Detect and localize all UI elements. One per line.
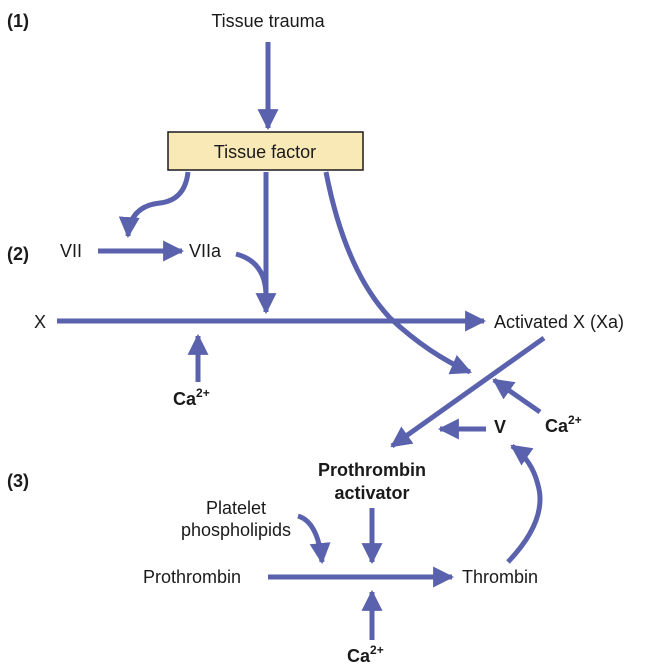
step-2-label: (2)	[7, 244, 29, 264]
activated-x-label: Activated X (Xa)	[494, 312, 624, 332]
v-label: V	[494, 417, 506, 437]
step-1-label: (1)	[7, 11, 29, 31]
calcium-2-arrow	[492, 377, 542, 415]
tissue-trauma-label: Tissue trauma	[211, 11, 325, 31]
viia-curve-arrow	[235, 251, 269, 297]
thrombin-feedback-arrow	[506, 443, 543, 564]
platelet-arrow	[297, 513, 331, 565]
x-label: X	[34, 312, 46, 332]
calcium-3-label: Ca2+	[347, 643, 384, 666]
viia-label: VIIa	[189, 241, 222, 261]
platelet-label-line2: phospholipids	[181, 520, 291, 540]
factor-to-vii-arrow	[118, 171, 191, 239]
step-3-label: (3)	[7, 471, 29, 491]
factor-to-activator-arrow	[323, 171, 472, 375]
xa-to-activator-arrow	[390, 335, 546, 449]
vii-label: VII	[60, 241, 82, 261]
thrombin-label: Thrombin	[462, 567, 538, 587]
tissue-factor-label: Tissue factor	[214, 142, 316, 162]
calcium-2-label: Ca2+	[545, 413, 582, 436]
calcium-1-label: Ca2+	[173, 386, 210, 409]
prothrombin-label: Prothrombin	[143, 567, 241, 587]
prothrombin-activator-line2: activator	[334, 483, 409, 503]
prothrombin-activator-line1: Prothrombin	[318, 460, 426, 480]
tissue-factor-box	[167, 131, 364, 171]
platelet-label-line1: Platelet	[206, 498, 266, 518]
